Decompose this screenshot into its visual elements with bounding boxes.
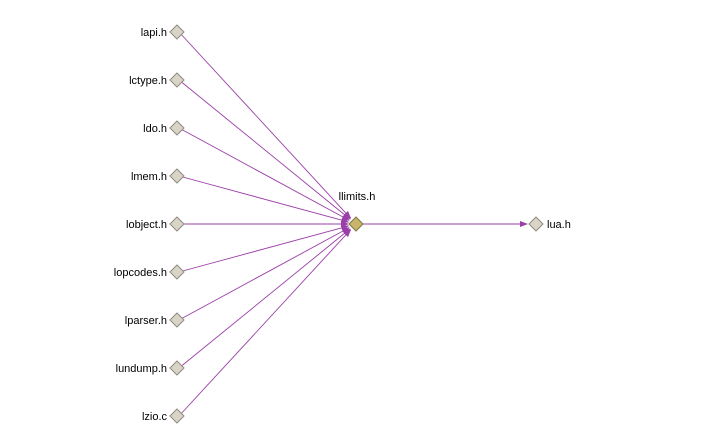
node-lapi-h[interactable]: [169, 24, 185, 40]
edge-lctype-h-to-focus: [178, 79, 351, 220]
edge-ldo-h-to-focus: [178, 127, 350, 221]
edge-lmem-h-to-focus: [178, 175, 350, 223]
node-label-lzio-c[interactable]: lzio.c: [142, 411, 168, 423]
node-layer: lapi.h lctype.h ldo.h lmem.h lobject.h lopcod…: [114, 24, 571, 424]
node-lmem-h[interactable]: [169, 168, 185, 184]
node-lua-h[interactable]: [528, 216, 544, 232]
node-label-lmem-h[interactable]: lmem.h: [131, 171, 167, 183]
node-focus[interactable]: [348, 216, 364, 232]
node-ldo-h[interactable]: [169, 120, 185, 136]
node-lobject-h[interactable]: [169, 216, 185, 232]
edge-lapi-h-to-focus: [178, 31, 352, 219]
node-lparser-h[interactable]: [169, 312, 185, 328]
node-lzio-c[interactable]: [169, 408, 185, 424]
node-label-ldo-h[interactable]: ldo.h: [143, 123, 167, 135]
edge-layer: [178, 31, 528, 417]
node-lundump-h[interactable]: [169, 360, 185, 376]
node-label-lobject-h[interactable]: lobject.h: [126, 219, 167, 231]
node-lctype-h[interactable]: [169, 72, 185, 88]
node-label-focus[interactable]: llimits.h: [339, 191, 376, 203]
node-label-lua-h[interactable]: lua.h: [547, 219, 571, 231]
node-label-lapi-h[interactable]: lapi.h: [141, 27, 167, 39]
edge-lundump-h-to-focus: [178, 228, 351, 369]
node-label-lundump-h[interactable]: lundump.h: [116, 363, 167, 375]
edge-lopcodes-h-to-focus: [178, 225, 350, 273]
node-label-lctype-h[interactable]: lctype.h: [129, 75, 167, 87]
edge-lzio-c-to-focus: [178, 229, 352, 417]
edge-lparser-h-to-focus: [178, 227, 350, 321]
node-label-lopcodes-h[interactable]: lopcodes.h: [114, 267, 167, 279]
node-label-lparser-h[interactable]: lparser.h: [125, 315, 167, 327]
node-lopcodes-h[interactable]: [169, 264, 185, 280]
